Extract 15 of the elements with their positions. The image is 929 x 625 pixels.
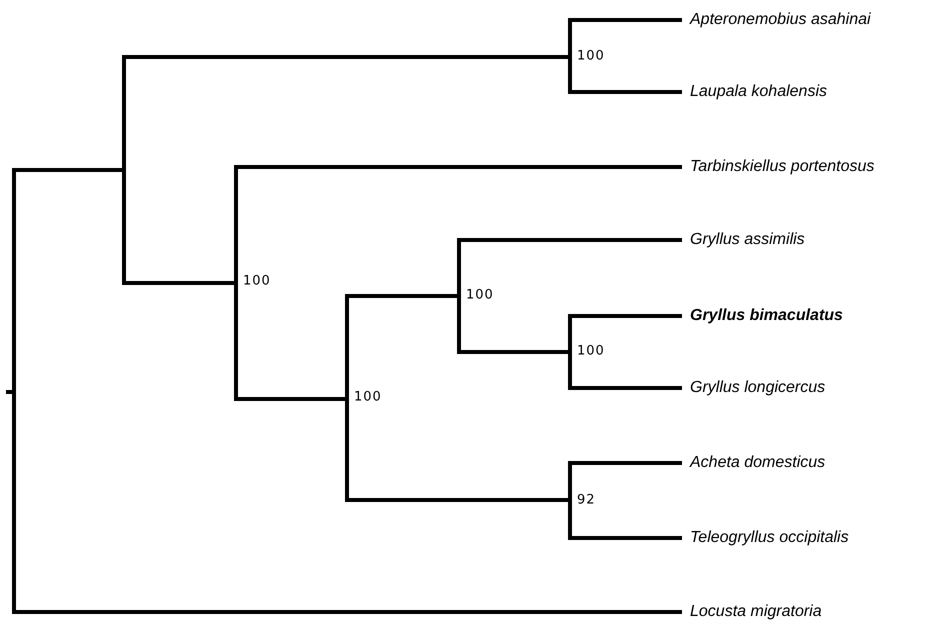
taxon-label: Locusta migratoria (690, 603, 822, 621)
taxon-label: Gryllus longicercus (690, 379, 826, 397)
support-value: 100 (466, 288, 494, 302)
taxon-label: Laupala kohalensis (690, 83, 827, 101)
taxon-label: Acheta domesticus (690, 454, 826, 472)
support-value: 100 (577, 48, 605, 64)
taxon-label: Apteronemobius asahinai (690, 11, 871, 29)
taxon-label: Tarbinskiellus portentosus (690, 158, 874, 176)
support-value: 100 (577, 344, 605, 358)
taxon-label: Gryllus assimilis (690, 231, 805, 249)
support-value: 100 (243, 274, 271, 288)
taxon-label: Gryllus bimaculatus (690, 307, 843, 325)
taxon-label: Teleogryllus occipitalis (690, 529, 849, 547)
support-value: 100 (354, 390, 382, 404)
support-value: 92 (577, 492, 596, 508)
